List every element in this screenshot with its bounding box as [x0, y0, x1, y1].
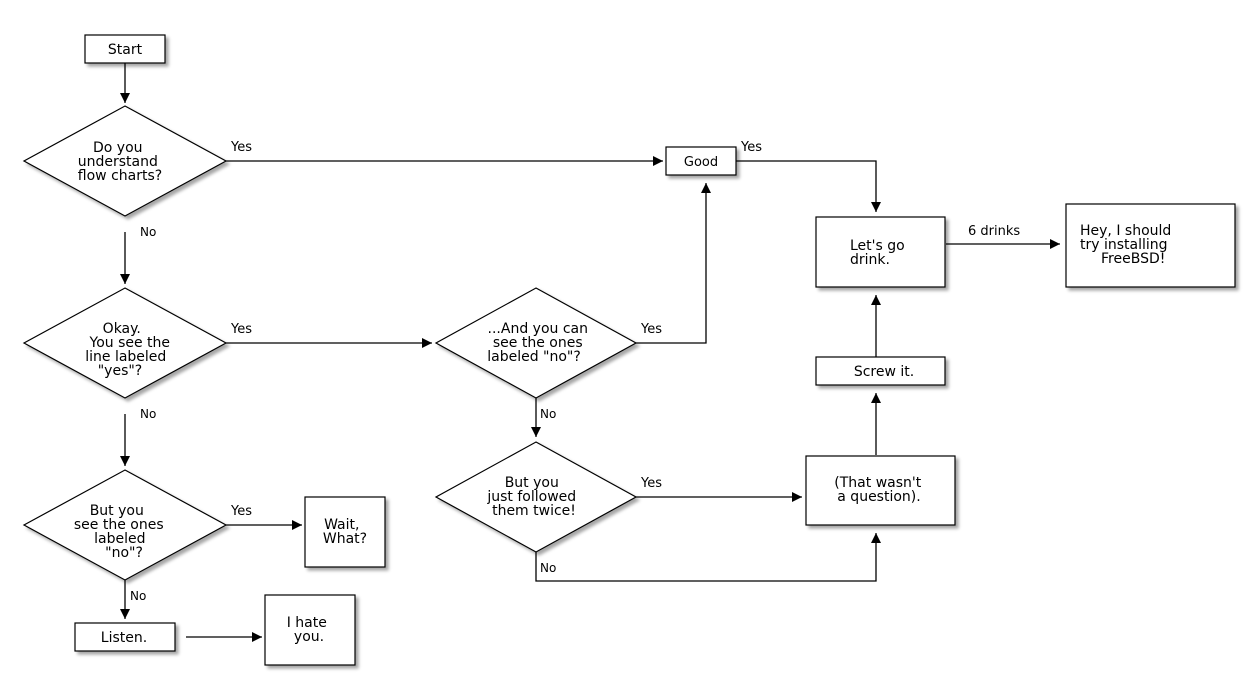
- node-understand-decision: Do you understand flow charts?: [22, 105, 228, 217]
- edge-good-yes: [736, 160, 881, 212]
- node-butsee-line-2: see the ones: [74, 517, 164, 533]
- label-butsee-yes: Yes: [230, 504, 252, 519]
- label-followed-no: No: [540, 561, 556, 575]
- node-okay-line-1: Okay.: [103, 321, 141, 337]
- node-okay-line-2: You see the: [89, 335, 171, 351]
- node-followed-line-1: But you: [505, 475, 559, 491]
- node-start: Start: [84, 34, 166, 64]
- edge-andyou-yes: [636, 183, 711, 344]
- node-good-label: Good: [684, 155, 718, 170]
- svg-text:I hate you.: I hate you.: [287, 615, 332, 645]
- node-freebsd-line-1: Hey, I should: [1080, 223, 1171, 239]
- svg-text:Do you understand: Do you understand flow charts?: [78, 140, 163, 184]
- node-wasnt-line-1: (That wasn't: [834, 475, 921, 491]
- node-okay-line-3: line labeled: [85, 349, 166, 365]
- nodes: Start Do you understand flow charts? Goo…: [22, 34, 1236, 666]
- node-wasnt: (That wasn't a question).: [805, 455, 956, 526]
- node-understand-line-2: understand: [78, 154, 158, 170]
- svg-text:Hey, I should try inst: Hey, I should try installing FreeBSD!: [1080, 223, 1176, 267]
- node-followed-line-3: them twice!: [492, 503, 576, 519]
- node-hate-line-2: you.: [294, 629, 324, 645]
- node-andyou-line-2: see the ones: [493, 335, 583, 351]
- node-understand-line-3: flow charts?: [78, 168, 162, 184]
- node-listen-label: Listen.: [101, 630, 147, 646]
- node-andyou-line-1: ...And you can: [488, 321, 588, 337]
- node-drink: Let's go drink.: [815, 216, 946, 288]
- node-andyou-decision: ...And you can see the ones labeled "no"…: [434, 287, 638, 399]
- svg-text:Okay. You see the: Okay. You see the line labeled "yes"?: [85, 321, 174, 379]
- node-butsee-decision: But you see the ones labeled "no"?: [22, 469, 228, 581]
- label-drinks: 6 drinks: [968, 224, 1020, 239]
- node-freebsd: Hey, I should try installing FreeBSD!: [1065, 203, 1236, 288]
- node-listen: Listen.: [74, 622, 176, 652]
- label-andyou-no: No: [540, 407, 556, 421]
- svg-text:...And you can see the: ...And you can see the ones labeled "no"…: [487, 321, 592, 365]
- label-understand-yes: Yes: [230, 140, 252, 155]
- label-followed-yes: Yes: [640, 476, 662, 491]
- node-drink-line-2: drink.: [850, 252, 890, 268]
- label-okay-no: No: [140, 407, 156, 421]
- svg-text:(That wasn't a questio: (That wasn't a question).: [834, 475, 925, 505]
- node-wait: Wait, What?: [304, 496, 386, 568]
- label-butsee-no: No: [130, 589, 146, 603]
- node-drink-line-1: Let's go: [850, 238, 905, 254]
- node-butsee-line-4: "no"?: [105, 545, 143, 561]
- node-butsee-line-1: But you: [90, 503, 144, 519]
- node-good: Good: [665, 146, 737, 176]
- label-andyou-yes: Yes: [640, 322, 662, 337]
- svg-text:But you just followed: But you just followed them twice!: [486, 475, 580, 519]
- node-screw: Screw it.: [815, 356, 946, 386]
- node-start-label: Start: [108, 42, 143, 58]
- node-okay-line-4: "yes"?: [98, 363, 143, 379]
- node-understand-line-1: Do you: [93, 140, 143, 156]
- edge-labels: Yes No Yes Yes No Yes No Yes No Yes No 6…: [130, 140, 1020, 603]
- node-hate-line-1: I hate: [287, 615, 327, 631]
- label-understand-no: No: [140, 225, 156, 239]
- node-wait-line-1: Wait,: [324, 517, 359, 533]
- edges: [120, 63, 1060, 642]
- node-andyou-line-3: labeled "no"?: [487, 349, 581, 365]
- edge-followed-no: [535, 533, 881, 582]
- svg-text:Wait, What?: Wait, What?: [323, 517, 367, 547]
- node-wasnt-line-2: a question).: [837, 489, 920, 505]
- node-wait-line-2: What?: [323, 531, 367, 547]
- node-freebsd-line-3: FreeBSD!: [1101, 251, 1165, 267]
- label-okay-yes: Yes: [230, 322, 252, 337]
- node-hate: I hate you.: [264, 594, 356, 666]
- node-okay-decision: Okay. You see the line labeled "yes"?: [22, 287, 228, 399]
- node-followed-decision: But you just followed them twice!: [434, 441, 638, 553]
- node-freebsd-line-2: try installing: [1080, 237, 1168, 253]
- svg-text:Let's go drink.: Let's go drink.: [850, 238, 909, 268]
- node-followed-line-2: just followed: [486, 489, 576, 505]
- node-screw-label: Screw it.: [854, 364, 914, 380]
- label-good-yes: Yes: [740, 140, 762, 155]
- svg-text:But you see the ones: But you see the ones labeled "no"?: [74, 503, 168, 561]
- node-butsee-line-3: labeled: [94, 531, 145, 547]
